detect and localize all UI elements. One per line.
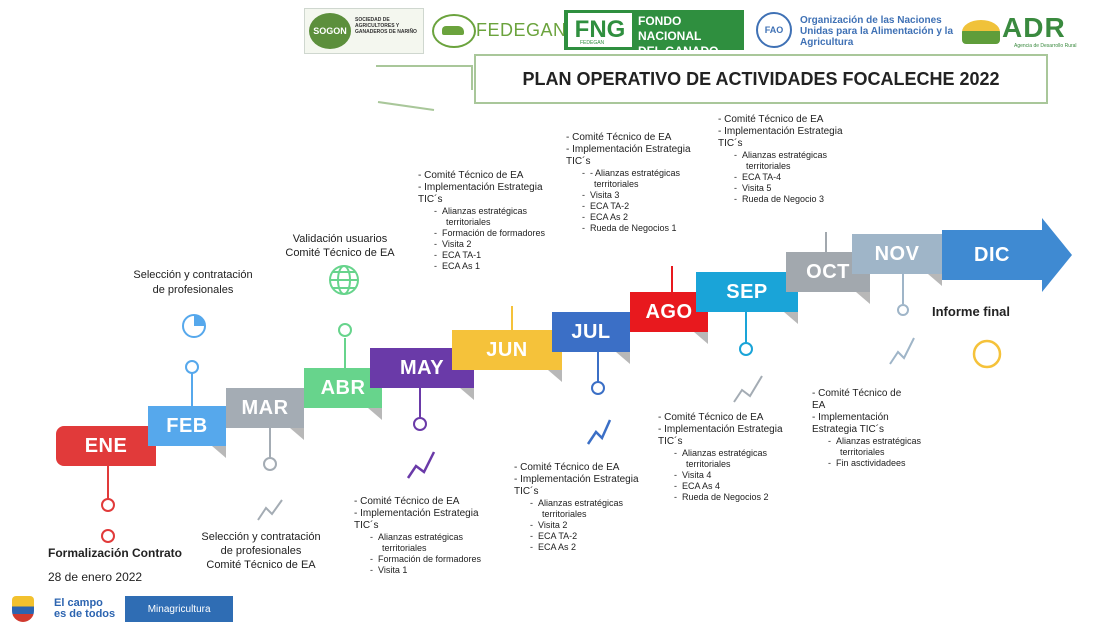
step-fold [694, 332, 708, 344]
step-fold [784, 312, 798, 324]
month-label: OCT [806, 260, 850, 283]
month-label: FEB [166, 414, 208, 437]
sep-top-text: - Comité Técnico de EA - Implementación … [718, 114, 843, 204]
fng-text-line-1: FONDO NACIONAL [638, 14, 702, 43]
fao-text: Organización de las Naciones Unidas para… [800, 15, 954, 48]
adr-text: ADR [1002, 12, 1066, 43]
ene-date: 28 de enero 2022 [48, 570, 143, 584]
cow-icon [432, 14, 476, 48]
jul-circle [591, 381, 605, 395]
ene-circle-2 [101, 529, 115, 543]
ministry-badge: Minagricultura [125, 596, 234, 622]
ago-text: - Comité Técnico de EA - Implementación … [566, 132, 691, 233]
mar-trend-icon [257, 499, 283, 521]
month-bar-ago: AGO [630, 292, 708, 332]
fedegan-logo: FEDEGAN [432, 12, 566, 48]
jun-text: - Comité Técnico de EA - Implementación … [418, 170, 546, 271]
step-fold [928, 274, 942, 286]
jul-text: - Comité Técnico de EA - Implementación … [514, 462, 639, 552]
month-label: MAY [399, 356, 445, 379]
campo-slogan: El campo es de todos [54, 597, 116, 620]
month-bar-jun: JUN [452, 330, 562, 370]
step-fold [856, 292, 870, 304]
month-label: ABR [320, 376, 366, 399]
nov-text: - Comité Técnico de EA - Implementación … [812, 388, 922, 468]
month-label: JUN [486, 338, 528, 361]
dic-ring-icon [972, 339, 1002, 369]
sep-trend-icon [733, 375, 763, 403]
sep-circle [739, 342, 753, 356]
month-label: ENE [84, 434, 128, 457]
step-fold [290, 428, 304, 440]
nov-circle [897, 304, 909, 316]
month-bar-mar: MAR [226, 388, 304, 428]
adr-sub: Agencia de Desarrollo Rural [1014, 43, 1077, 49]
nov-trend-icon [889, 337, 915, 365]
footer-brand: El campo es de todos Minagricultura [8, 590, 278, 628]
ene-title: Formalización Contrato [48, 546, 183, 560]
socon-logo: SOGON SOCIEDAD DE AGRICULTORES Y GANADER… [304, 8, 424, 54]
month-label: MAR [241, 396, 289, 419]
title-deco-lines [376, 65, 473, 111]
may-circle [413, 417, 427, 431]
month-bar-feb: FEB [148, 406, 226, 446]
jul-trend-icon [586, 419, 612, 445]
may-text: - Comité Técnico de EA - Implementación … [354, 496, 482, 575]
month-label: DIC [974, 243, 1010, 266]
step-fold [212, 446, 226, 458]
month-bar-jul: JUL [552, 312, 630, 352]
fao-mark: FAO [756, 12, 792, 48]
socon-text: SOCIEDAD DE AGRICULTORES Y GANADEROS DE … [355, 17, 417, 35]
adr-logo: ADR Agencia de Desarrollo Rural [962, 12, 1090, 52]
ene-circle [101, 498, 115, 512]
month-bar-abr: ABR [304, 368, 382, 408]
adr-mark [962, 20, 1000, 44]
colombia-shield-icon [12, 596, 34, 622]
step-fold [616, 352, 630, 364]
fng-mark: FNG [568, 13, 632, 47]
may-trend-icon [406, 451, 436, 479]
abr-circle [338, 323, 352, 337]
timeline-arrow-head [1042, 218, 1072, 292]
month-bar-nov: NOV [852, 234, 942, 274]
sep-bottom-text: - Comité Técnico de EA - Implementación … [658, 412, 783, 502]
feb-circle [185, 360, 199, 374]
month-bar-ene: ENE [56, 426, 156, 466]
socon-mark: SOGON [309, 13, 351, 49]
bullet: - Alianzas estratégicas [370, 532, 464, 542]
step-fold [548, 370, 562, 382]
pie-chart-icon [182, 314, 206, 338]
fng-sub: FEDEGAN [580, 40, 605, 46]
month-label: JUL [571, 320, 611, 343]
mar-circle [263, 457, 277, 471]
fao-logo: FAO Organización de las Naciones Unidas … [756, 12, 956, 50]
dic-text: Informe final [932, 304, 1011, 319]
month-bar-sep: SEP [696, 272, 798, 312]
month-label: NOV [874, 242, 920, 265]
globe-icon [329, 265, 359, 295]
month-label: AGO [645, 300, 693, 323]
month-label: SEP [726, 280, 768, 303]
fedegan-text: FEDEGAN [476, 20, 567, 40]
page-title: PLAN OPERATIVO DE ACTIVIDADES FOCALECHE … [474, 54, 1048, 104]
step-fold [368, 408, 382, 420]
step-fold [460, 388, 474, 400]
month-bar-dic: DIC [942, 230, 1042, 280]
